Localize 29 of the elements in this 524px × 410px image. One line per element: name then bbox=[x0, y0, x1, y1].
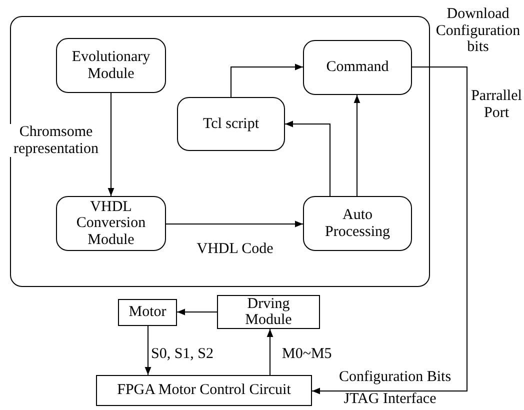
arrow bbox=[284, 120, 330, 196]
process-box bbox=[303, 40, 412, 95]
arrow bbox=[354, 94, 360, 196]
arrow bbox=[230, 64, 304, 98]
arrow bbox=[266, 328, 274, 376]
arrow bbox=[144, 326, 152, 376]
process-box bbox=[303, 196, 412, 251]
node-label: Motor bbox=[128, 304, 166, 321]
container-box bbox=[10, 16, 430, 287]
process-box bbox=[56, 196, 166, 251]
signal-label: Configuration Bits bbox=[338, 369, 452, 386]
node-label: Tcl script bbox=[202, 116, 259, 132]
process-box bbox=[96, 375, 312, 406]
node-label: Drving Module bbox=[244, 296, 293, 328]
arrow bbox=[108, 92, 114, 196]
process-box bbox=[118, 299, 177, 326]
arrow bbox=[166, 220, 304, 228]
node-label: Auto Processing bbox=[324, 207, 391, 240]
node-label: VHDL Conversion Module bbox=[75, 198, 147, 248]
node-label: Evolutionary Module bbox=[70, 49, 152, 82]
arrow bbox=[176, 308, 218, 316]
signal-label: Parrallel Port bbox=[470, 88, 523, 121]
arrow bbox=[312, 66, 468, 394]
process-box bbox=[177, 97, 285, 151]
process-box bbox=[217, 295, 320, 329]
signal-label: JTAG Interface bbox=[342, 391, 438, 408]
node-label: Command bbox=[326, 59, 389, 76]
process-box bbox=[56, 38, 166, 93]
node-label: FPGA Motor Control Circuit bbox=[117, 382, 291, 399]
